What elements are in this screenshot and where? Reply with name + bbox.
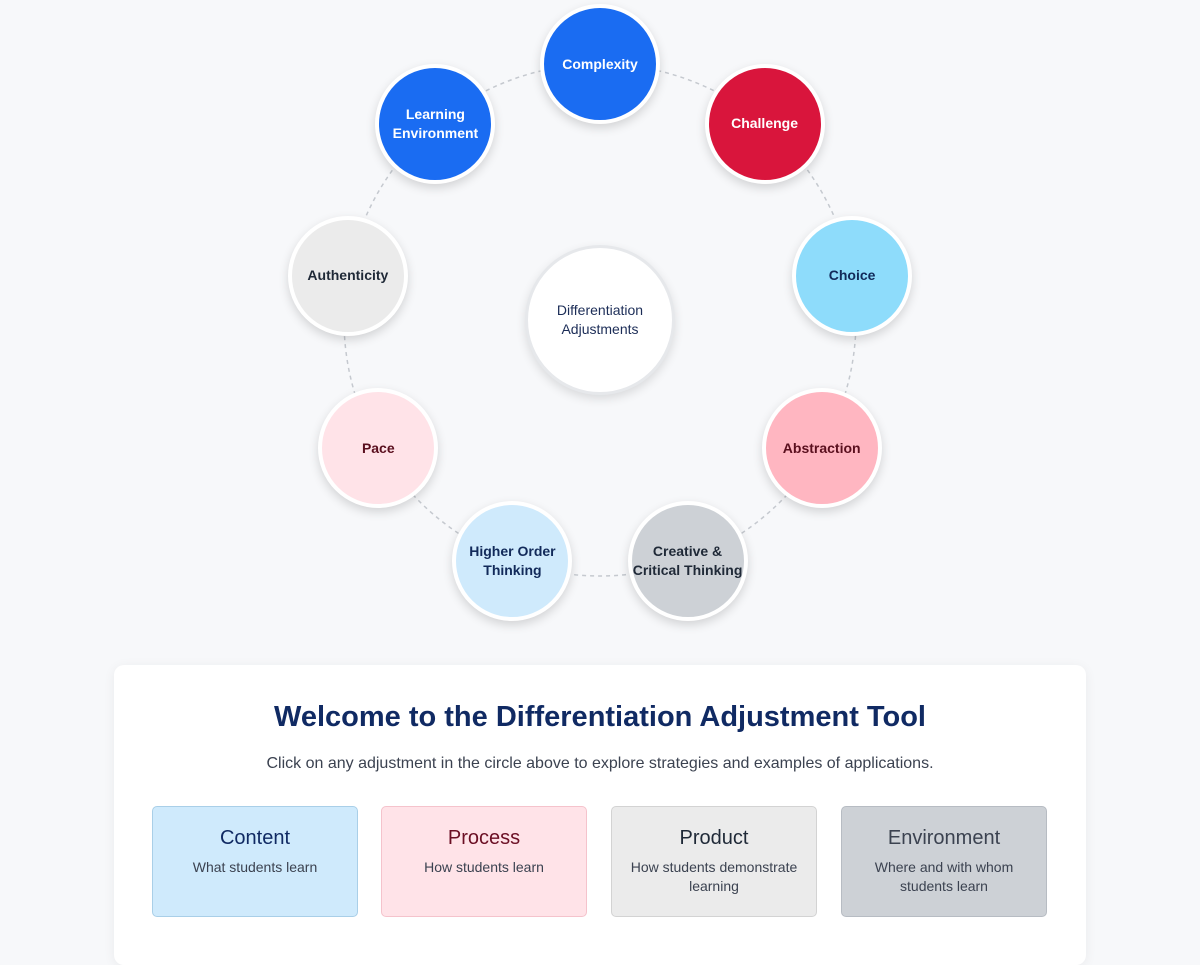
welcome-subtitle: Click on any adjustment in the circle ab… [266,755,934,772]
category-card-content[interactable]: Content What students learn [152,806,358,917]
category-description: Where and with whom students learn [874,859,1014,894]
welcome-panel: Welcome to the Differentiation Adjustmen… [114,665,1086,965]
adjustment-node-label: Challenge [731,115,798,132]
adjustment-node-challenge[interactable]: Challenge [704,63,825,184]
adjustment-node-label: Pace [361,439,395,456]
adjustment-node-choice[interactable]: Choice [792,215,913,336]
wheel-center-label: Differentiation Adjustments [556,302,644,337]
adjustment-node-label: Learning Environment [392,105,479,141]
adjustment-node-label: Choice [828,267,876,284]
adjustment-node-complexity[interactable]: Complexity [540,4,660,124]
category-description: How students learn [424,859,544,875]
category-card-environment[interactable]: Environment Where and with whom students… [841,806,1047,917]
adjustment-node-learning-environment[interactable]: Learning Environment [375,63,496,184]
adjustment-node-label: Creative & Critical Thinking [632,542,743,578]
category-card-product[interactable]: Product How students demonstrate learnin… [611,806,817,917]
adjustment-node-label: Abstraction [782,439,861,456]
category-card-process[interactable]: Process How students learn [381,806,587,917]
adjustment-node-pace[interactable]: Pace [318,388,439,508]
adjustment-node-authenticity[interactable]: Authenticity [287,215,408,336]
adjustment-node-label: Authenticity [307,267,389,284]
category-title: Process [447,827,521,849]
adjustment-node-label: Higher Order Thinking [469,542,556,578]
adjustment-node-abstraction[interactable]: Abstraction [761,388,882,508]
adjustment-node-higher-order-thinking[interactable]: Higher Order Thinking [452,500,573,621]
category-description: How students demonstrate learning [630,859,798,894]
category-description: What students learn [192,859,318,875]
category-title: Content [219,827,291,849]
wheel-center-hub: Differentiation Adjustments [525,245,675,395]
adjustment-node-label: Complexity [562,55,638,72]
category-title: Product [679,827,749,849]
adjustment-node-creative-critical-thinking[interactable]: Creative & Critical Thinking [627,500,748,621]
category-title: Environment [887,827,1001,849]
welcome-title: Welcome to the Differentiation Adjustmen… [274,701,926,733]
